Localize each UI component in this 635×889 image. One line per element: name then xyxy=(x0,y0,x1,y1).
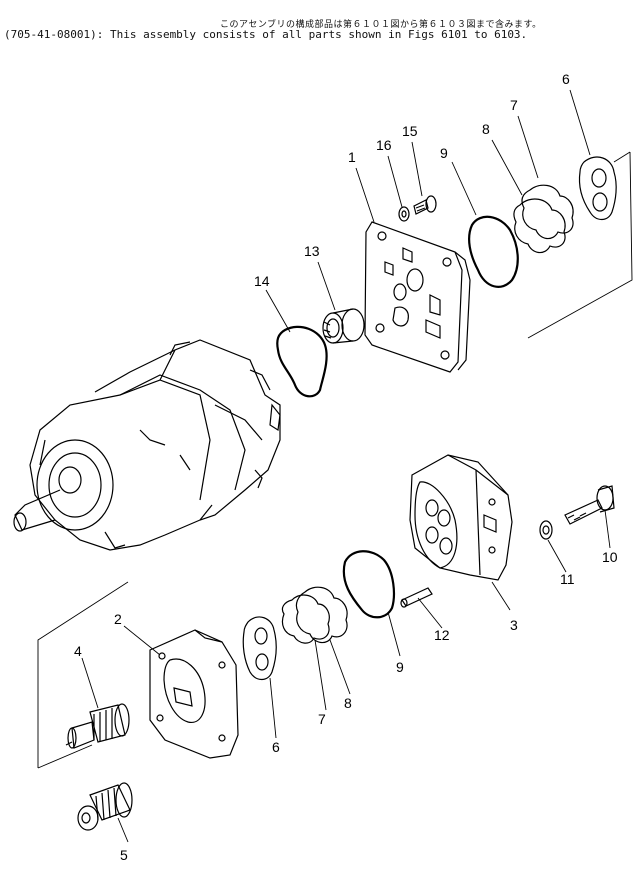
callout-2: 2 xyxy=(114,611,122,627)
callout-7-bottom: 7 xyxy=(318,711,326,727)
callout-9-top: 9 xyxy=(440,145,448,161)
figure-header: このアセンブリの構成部品は第６１０１図から第６１０３図まで含みます。 (705-… xyxy=(0,0,635,44)
english-assembly-note: (705-41-08001): This assembly consists o… xyxy=(4,28,528,41)
washer-part-16 xyxy=(398,206,410,222)
callout-15: 15 xyxy=(402,123,418,139)
callout-13: 13 xyxy=(304,243,320,259)
seal-plate-part-6-top xyxy=(578,156,617,221)
gasket-part-8-bottom xyxy=(295,586,348,644)
callout-7-top: 7 xyxy=(510,97,518,113)
drive-gear-part-4 xyxy=(65,703,130,749)
callout-8-top: 8 xyxy=(482,121,490,137)
o-ring-part-14 xyxy=(276,325,328,398)
callout-8-bottom: 8 xyxy=(344,695,352,711)
callout-10: 10 xyxy=(602,549,618,565)
seal-plate-part-6-bottom xyxy=(242,616,277,681)
gear-housing-part-2 xyxy=(149,629,239,759)
callout-14: 14 xyxy=(254,273,270,289)
japanese-assembly-note: このアセンブリの構成部品は第６１０１図から第６１０３図まで含みます。 xyxy=(220,20,542,30)
gasket-part-7-bottom xyxy=(281,594,330,644)
o-ring-part-9-bottom xyxy=(342,550,395,619)
gasket-part-8-top xyxy=(513,198,566,254)
callout-6-bottom: 6 xyxy=(272,739,280,755)
driven-gear-part-5 xyxy=(77,782,133,831)
callout-4: 4 xyxy=(74,643,82,659)
pin-part-12 xyxy=(400,587,433,608)
gasket-part-7-top xyxy=(521,184,574,240)
callout-3: 3 xyxy=(510,617,518,633)
bolt-part-10 xyxy=(564,485,615,525)
callout-16: 16 xyxy=(376,137,392,153)
callout-6-top: 6 xyxy=(562,71,570,87)
washer-part-11 xyxy=(539,520,553,540)
o-ring-part-9-top xyxy=(468,215,519,288)
callout-1: 1 xyxy=(348,149,356,165)
pump-assembly-body xyxy=(13,339,281,551)
cover-plate-part-1 xyxy=(364,221,471,373)
bushing-part-13 xyxy=(322,308,365,344)
callout-9-bottom: 9 xyxy=(396,659,404,675)
pump-body-part-3 xyxy=(409,454,513,581)
callout-12: 12 xyxy=(434,627,450,643)
bolt-part-15 xyxy=(413,195,437,215)
callout-11: 11 xyxy=(560,571,575,587)
callout-5: 5 xyxy=(120,847,128,863)
